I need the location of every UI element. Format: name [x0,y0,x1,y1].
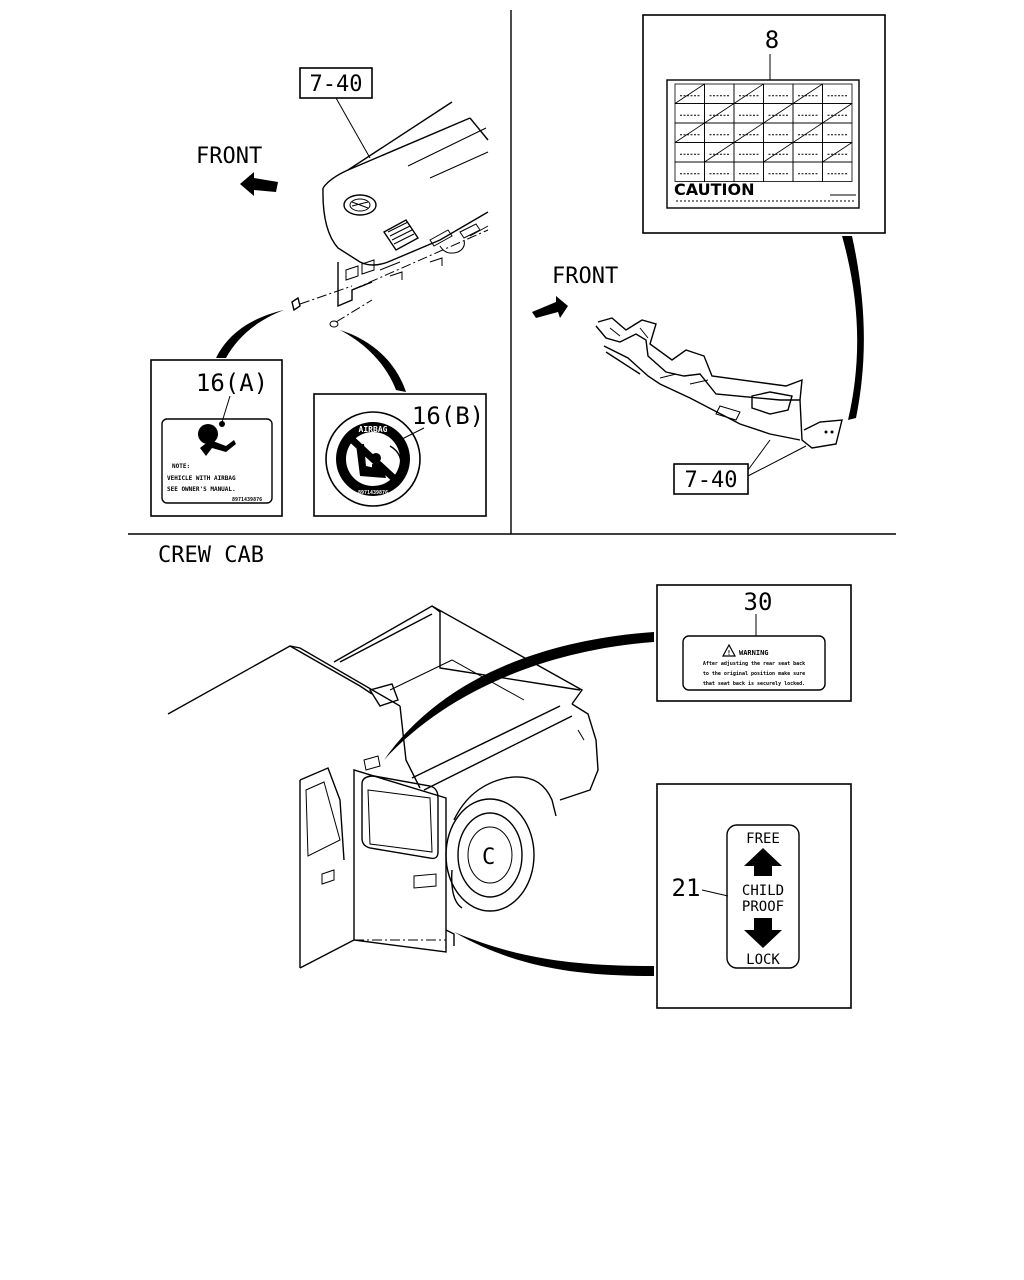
caution-grid-diagonal [704,142,735,163]
callout-21: 21 [672,874,701,902]
arrow-down-icon [744,918,782,948]
caution-grid-diagonal [674,122,705,143]
caution-grid [674,83,853,182]
callout-8: 8 [765,26,779,54]
proof-text: PROOF [742,899,784,915]
lock-text: LOCK [746,952,780,968]
warning-title: WARNING [739,649,769,657]
note-line-3: SEE OWNER'S MANUAL. [167,486,236,493]
svg-text:!: ! [727,649,731,657]
truck-drawing: C [167,605,599,969]
caution-grid-diagonal [733,83,764,104]
airbag-ring-text: AIRBAG [359,425,388,434]
caution-grid-cell [822,161,853,182]
warning-line-3: that seat back is securely locked. [703,681,805,687]
caution-frame [642,14,886,234]
caution-grid-diagonal [792,83,823,104]
arrow-up-icon [744,848,782,876]
front-label-rail: FRONT [552,264,618,289]
svg-text:30: 30 [744,588,773,616]
airbag-person-icon [198,421,236,456]
caution-grid-diagonal [733,122,764,143]
child-text: CHILD [742,883,784,899]
rail-drawing [595,317,843,449]
label-30: 30 ! WARNING After adjusting the rear se… [656,584,852,702]
caution-grid-diagonal [822,103,853,124]
part-number-16a: 8971439876 [232,497,262,503]
note-line-1: NOTE: [172,463,190,470]
caution-grid-diagonal [763,142,794,163]
dashboard-section: 7-40 FRONT [150,67,489,517]
part-number-16b: 8971439876 [358,490,388,496]
arrow-to-16a [216,310,284,358]
front-arrow-rail [532,296,568,318]
arrow-to-30 [384,632,654,760]
wheel-mark: C [482,845,495,870]
free-text: FREE [746,831,780,847]
label-16b: 16(B) AIRBAG 8971439876 [313,393,487,517]
caution-text: CAUTION [674,180,754,199]
front-label-dash: FRONT [196,144,262,169]
caution-label: CAUTION [666,79,860,209]
arrow-to-21 [454,932,654,976]
callout-7-40-rail: 7-40 [673,439,807,495]
arrow-to-16b [340,330,406,392]
svg-text:16(B): 16(B) [412,402,484,430]
caution-grid-diagonal [674,83,705,104]
dashboard-drawing [291,101,489,328]
label-16a: 16(A) NOTE: VEHICLE WITH AIRBAG SEE OWNE… [150,359,283,517]
arrow-to-rail [842,236,864,420]
front-arrow-dash [240,172,278,196]
caution-grid-diagonal [792,122,823,143]
caution-section: 8 CAUTION FRONT 7-40 [532,14,886,495]
label-21: 21 FREE CHILD PROOF LOCK [656,783,852,1009]
svg-text:7-40: 7-40 [310,72,363,97]
caution-grid-diagonal [704,103,735,124]
crew-cab-title: CREW CAB [158,543,264,568]
svg-text:7-40: 7-40 [685,468,738,493]
svg-text:16(A): 16(A) [196,369,268,397]
note-line-2: VEHICLE WITH AIRBAG [167,475,236,482]
callout-7-40-dash: 7-40 [299,67,373,159]
caution-grid-diagonal [763,103,794,124]
caution-grid-diagonal [822,142,853,163]
warning-line-2: to the original position make sure [703,671,805,677]
warning-line-1: After adjusting the rear seat back [703,660,805,667]
warning-triangle-icon [721,643,737,657]
